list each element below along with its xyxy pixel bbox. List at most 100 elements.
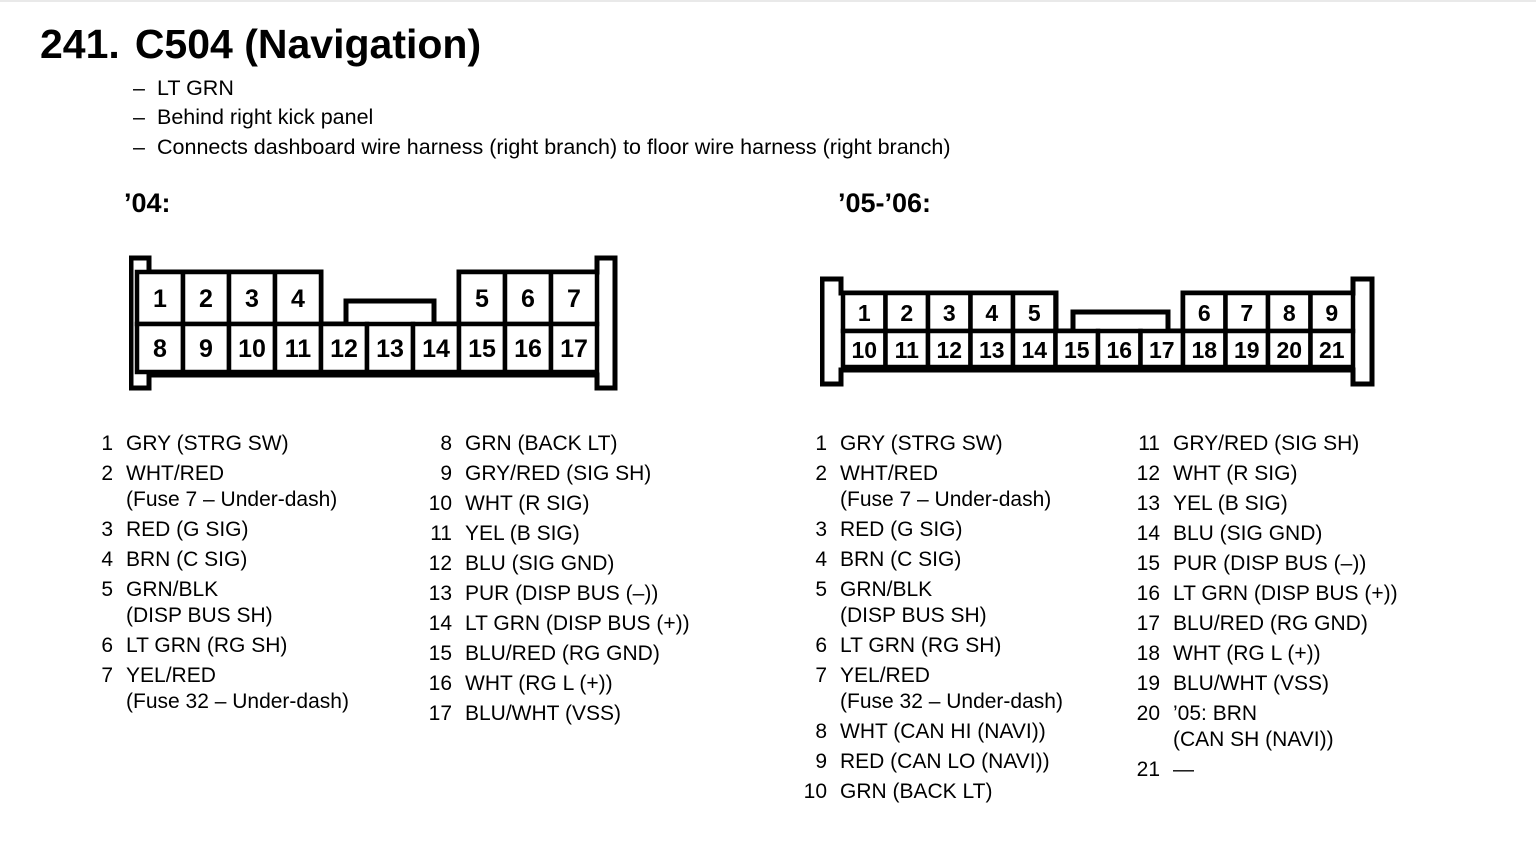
pin-entry-line: YEL (B SIG)	[465, 522, 580, 545]
pin-entry-wire: GRY/RED (SIG SH)	[465, 461, 651, 487]
pin-cavity-number: 9	[199, 335, 213, 363]
pin-entry-number: 11	[430, 522, 452, 545]
pin-entry-number: 2	[101, 462, 113, 485]
pin-cavity-number: 16	[514, 335, 542, 363]
pin-entry-wire: WHT (CAN HI (NAVI))	[840, 719, 1046, 745]
pin-cavity-number: 13	[376, 335, 404, 363]
pin-entry-wire: GRN/BLK(DISP BUS SH)	[840, 577, 987, 629]
pin-entry-line: YEL (B SIG)	[1173, 492, 1288, 515]
pin-entry-number: 7	[101, 664, 113, 687]
pin-entry-number: 16	[1136, 582, 1160, 605]
pin-entry-line: WHT (R SIG)	[465, 492, 590, 515]
pin-entry-15: 15 BLU/RED (RG GND)	[422, 641, 767, 667]
pin-entry-line: (Fuse 7 – Under-dash)	[126, 488, 338, 511]
pin-entry-line: (DISP BUS SH)	[840, 604, 987, 627]
pin-cavity-number: 20	[1276, 337, 1302, 363]
pin-cavity-number: 11	[895, 337, 920, 363]
pin-entry-wire: GRY (STRG SW)	[126, 431, 289, 457]
pin-entry-wire: BLU/RED (RG GND)	[465, 641, 660, 667]
pin-cavity-number: 17	[1149, 337, 1175, 363]
pin-entry-number: 14	[1136, 522, 1160, 545]
pin-entry-wire: BLU (SIG GND)	[465, 551, 614, 577]
pin-cavity-number: 14	[422, 335, 450, 363]
pin-entry-wire: PUR (DISP BUS (–))	[1173, 551, 1366, 577]
page-title: 241. C504 (Navigation)	[40, 22, 481, 66]
note-line: – Connects dashboard wire harness (right…	[133, 133, 950, 162]
pin-entry-number: 6	[815, 634, 827, 657]
pin-entry-12: 12 BLU (SIG GND)	[422, 551, 767, 577]
pin-cavity-number: 9	[1325, 300, 1338, 326]
note-text: Connects dashboard wire harness (right b…	[157, 134, 951, 159]
pin-cavity-number: 4	[985, 300, 998, 326]
pin-entry-line: GRY (STRG SW)	[840, 432, 1003, 455]
pin-entry-wire: WHT (RG L (+))	[465, 671, 613, 697]
pin-cavity-number: 8	[1283, 300, 1296, 326]
pin-entry-wire: LT GRN (RG SH)	[126, 633, 287, 659]
pin-cavity-number: 3	[245, 285, 259, 313]
pin-entry-line: GRY (STRG SW)	[126, 432, 289, 455]
title-text: C504 (Navigation)	[134, 21, 482, 67]
pin-entry-wire: WHT (RG L (+))	[1173, 641, 1321, 667]
note-dash: –	[133, 76, 145, 100]
pin-entry-line: BLU (SIG GND)	[1173, 522, 1323, 545]
pin-entry-2: 2 WHT/RED(Fuse 7 – Under-dash)	[797, 461, 1142, 513]
pin-cavity-7	[548, 269, 600, 327]
pin-cavity-number: 15	[468, 335, 496, 363]
pin-entry-number: 15	[428, 642, 452, 665]
pin-cavity-number: 7	[567, 285, 581, 313]
note-dash: –	[133, 134, 145, 159]
pin-entry-wire: RED (CAN LO (NAVI))	[840, 749, 1050, 775]
pin-entry-number: 16	[428, 672, 452, 695]
pin-entry-20: 20’05: BRN(CAN SH (NAVI))	[1130, 701, 1475, 753]
pin-entry-number: 3	[101, 518, 113, 541]
pin-cavity-number: 5	[475, 285, 489, 313]
pin-entry-line: BLU (SIG GND)	[465, 552, 615, 575]
pin-entry-line: WHT (R SIG)	[1173, 462, 1298, 485]
pin-entry-line: LT GRN (DISP BUS (+))	[465, 612, 690, 635]
pin-entry-number: 2	[815, 462, 827, 485]
pin-entry-wire: LT GRN (DISP BUS (+))	[1173, 581, 1398, 607]
pin-cavity-17	[548, 321, 600, 375]
pin-cavity-number: 6	[1198, 300, 1211, 326]
pin-entry-line: LT GRN (DISP BUS (+))	[1173, 582, 1398, 605]
pin-entry-number: 12	[428, 552, 452, 575]
pin-cavity-number: 17	[560, 335, 588, 363]
pin-entry-number: 6	[101, 634, 113, 657]
pin-entry-14: 14 BLU (SIG GND)	[1130, 521, 1475, 547]
pin-entry-wire: ’05: BRN(CAN SH (NAVI))	[1173, 701, 1334, 753]
pin-entry-number: 1	[101, 432, 113, 455]
pin-entry-wire: YEL/RED(Fuse 32 – Under-dash)	[126, 663, 349, 715]
pin-entry-number: 13	[428, 582, 452, 605]
pin-entry-number: 7	[815, 664, 827, 687]
pin-entry-line: YEL/RED	[126, 664, 216, 687]
pin-cavity-number: 12	[936, 337, 962, 363]
pin-entry-line: BLU/RED (RG GND)	[1173, 612, 1368, 635]
page-top-edge	[0, 0, 1536, 2]
pin-entry-number: 18	[1136, 642, 1160, 665]
pin-entry-wire: WHT/RED(Fuse 7 – Under-dash)	[840, 461, 1051, 513]
pin-entry-wire: RED (G SIG)	[126, 517, 249, 543]
pin-entry-line: GRN (BACK LT)	[465, 432, 618, 455]
pin-cavity-number: 3	[943, 300, 956, 326]
pin-entry-1: 1 GRY (STRG SW)	[83, 431, 428, 457]
pin-entry-number: 4	[101, 548, 113, 571]
pin-cavity-number: 2	[199, 285, 213, 313]
pin-entry-line: RED (G SIG)	[126, 518, 249, 541]
pin-entry-line: (Fuse 32 – Under-dash)	[840, 690, 1063, 713]
pin-entry-number: 11	[1138, 432, 1160, 455]
pin-entry-line: ’05: BRN	[1173, 702, 1258, 725]
pin-entry-number: 9	[440, 462, 452, 485]
pin-cavity-number: 12	[330, 335, 358, 363]
pin-cavity-number: 15	[1064, 337, 1090, 363]
pin-entry-wire: YEL (B SIG)	[1173, 491, 1288, 517]
pin-entry-wire: —	[1173, 757, 1194, 783]
pin-cavity-number: 19	[1234, 337, 1260, 363]
